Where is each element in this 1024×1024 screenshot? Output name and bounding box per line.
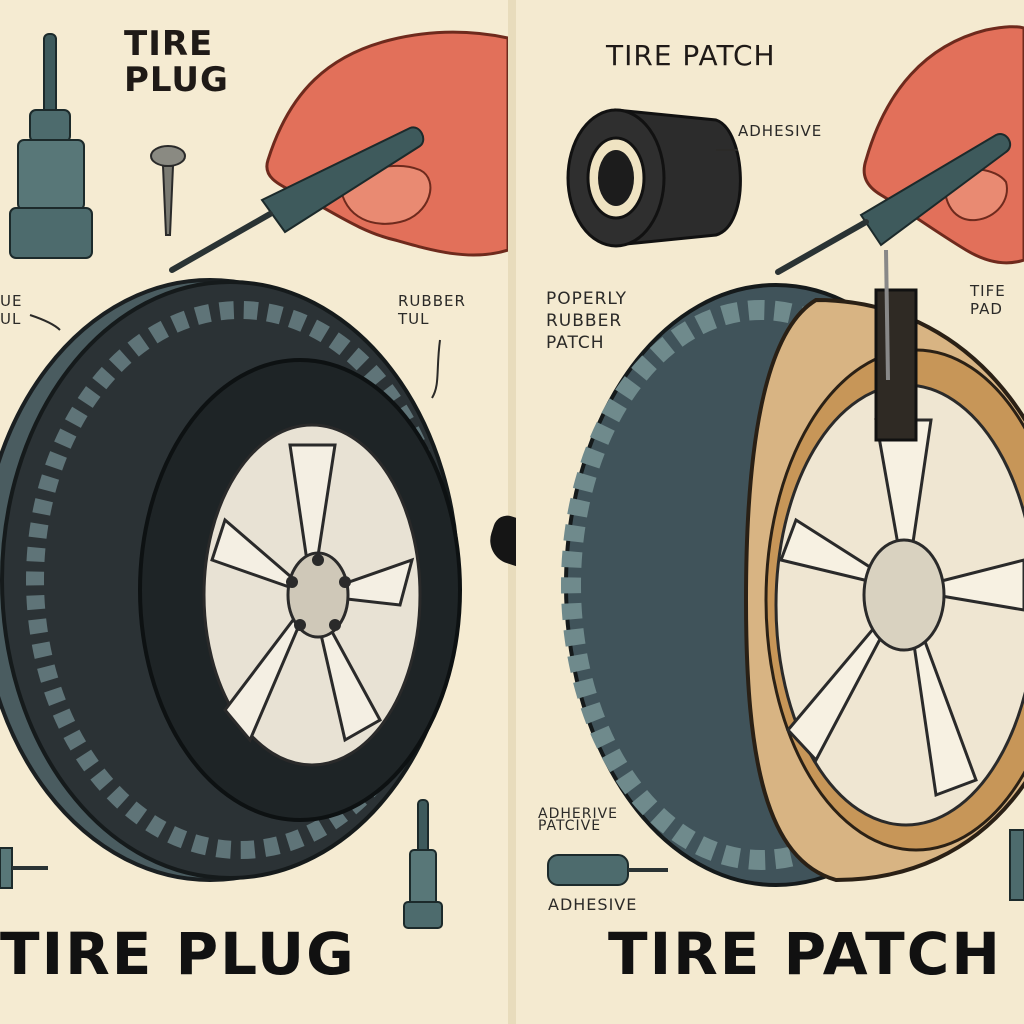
- tire-plug-title-bottom: TIRE PLUG: [0, 920, 356, 988]
- tire-patch-title-bottom: TIRE PATCH: [608, 920, 1002, 988]
- tire-plug-title-top: TIRE PLUG: [124, 24, 229, 100]
- small-plug-tool-right-icon: [403, 799, 443, 929]
- adhesive-patch-label: ADHERIVE PATCIVE: [538, 806, 619, 834]
- tire-cutaway-icon: [561, 249, 1024, 887]
- small-tool-edge-icon: [1009, 829, 1024, 901]
- tire-patch-illustration: [547, 25, 1024, 901]
- patch-tool-handle-icon: [775, 133, 1012, 275]
- adhesive-bottom-label: ADHESIVE: [548, 895, 638, 914]
- tife-pad-label: TIFE PAD: [970, 282, 1006, 318]
- tire-plug-panel: TIRE PLUG RUBBER TUL UE UL TIRE PLUG: [0, 0, 508, 1024]
- plug-screw-icon: [150, 145, 186, 236]
- panel-divider: [508, 0, 516, 1024]
- plug-insertion-tool-icon: [9, 33, 93, 259]
- partial-left-label: UE UL: [0, 292, 23, 328]
- tire-plug-illustration: [0, 30, 508, 929]
- tire-patch-title-top: TIRE PATCH: [606, 39, 776, 72]
- patch-roll-icon: [566, 108, 742, 248]
- poperly-rubber-patch-label: POPERLY RUBBER PATCH: [546, 289, 628, 353]
- small-plug-tool-left-icon: [0, 847, 48, 889]
- adhesive-top-label: ADHESIVE: [738, 122, 823, 140]
- adhesive-applicator-icon: [547, 854, 668, 886]
- tire-icon: [0, 278, 462, 882]
- plug-tool-handle-icon: [169, 126, 425, 273]
- rubber-tul-label: RUBBER TUL: [398, 292, 466, 328]
- tire-patch-panel: TIRE PATCH ADHESIVE POPERLY RUBBER PATCH…: [516, 0, 1024, 1024]
